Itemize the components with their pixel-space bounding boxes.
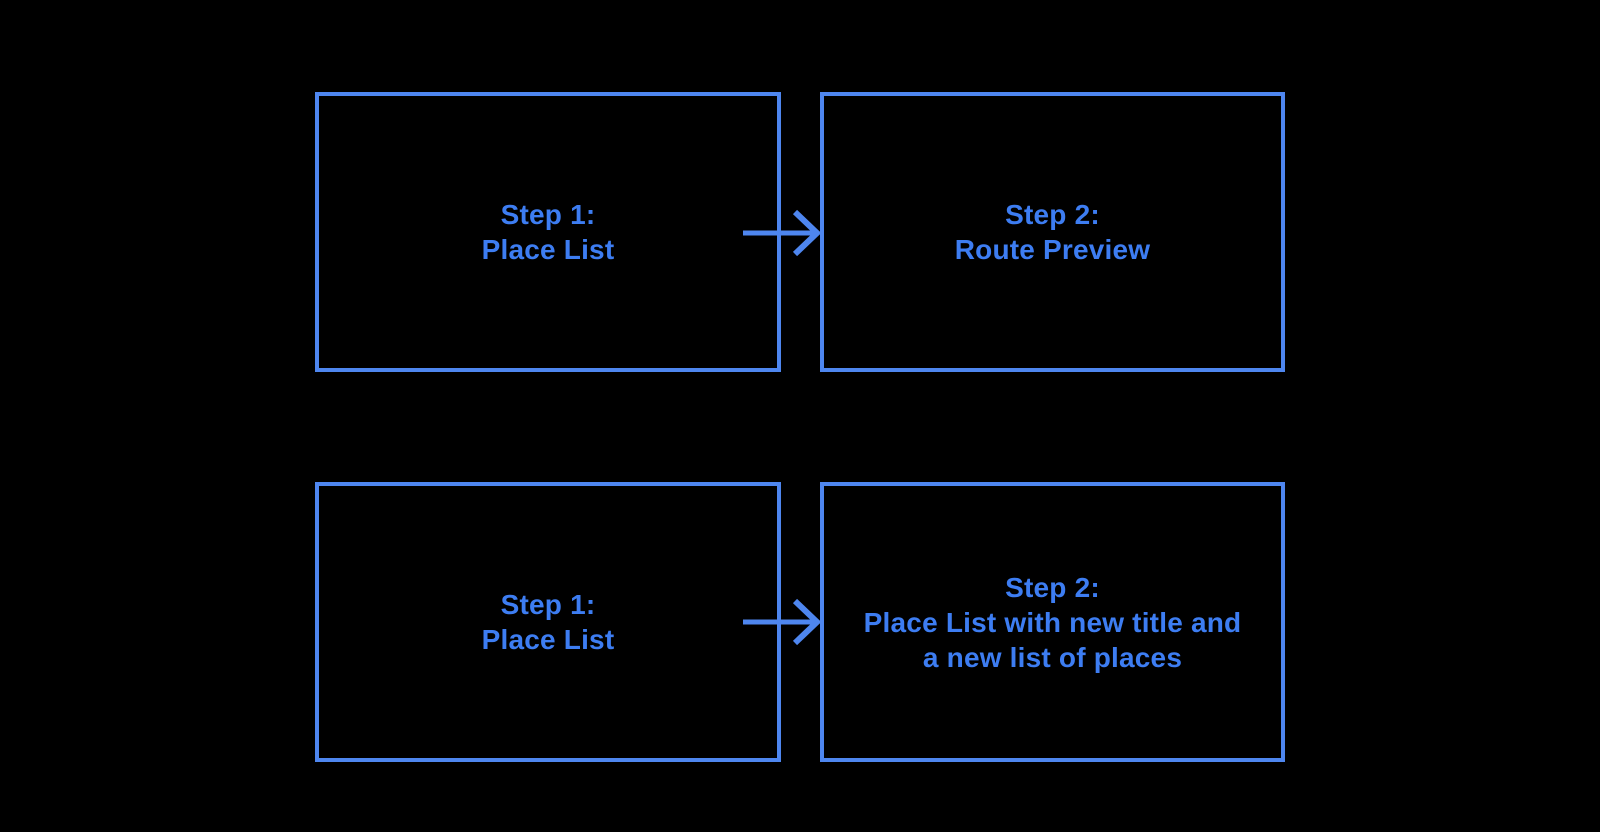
- node-line: Step 2:: [1005, 199, 1100, 230]
- flow-node-row1-step2: Step 2: Route Preview: [820, 92, 1285, 372]
- node-label: Step 1: Place List: [482, 197, 615, 267]
- node-label: Step 2: Route Preview: [955, 197, 1151, 267]
- arrow-right-icon: [743, 598, 822, 646]
- node-line: Step 2:: [1005, 571, 1100, 603]
- node-line: Step 1:: [500, 589, 596, 620]
- node-line: Route Preview: [954, 234, 1151, 265]
- node-label: Step 2: Place List with new title and a …: [864, 570, 1242, 675]
- arrow-right-icon: [743, 209, 822, 257]
- node-line: a new list of places: [922, 641, 1183, 673]
- node-label: Step 1: Place List: [482, 587, 615, 657]
- node-line: Place List: [481, 624, 615, 655]
- node-line: Place List with new title and: [863, 606, 1242, 638]
- flow-node-row2-step1: Step 1: Place List: [315, 482, 781, 762]
- flow-node-row1-step1: Step 1: Place List: [315, 92, 781, 372]
- node-line: Place List: [481, 234, 615, 265]
- node-line: Step 1:: [500, 199, 596, 230]
- flow-node-row2-step2: Step 2: Place List with new title and a …: [820, 482, 1285, 762]
